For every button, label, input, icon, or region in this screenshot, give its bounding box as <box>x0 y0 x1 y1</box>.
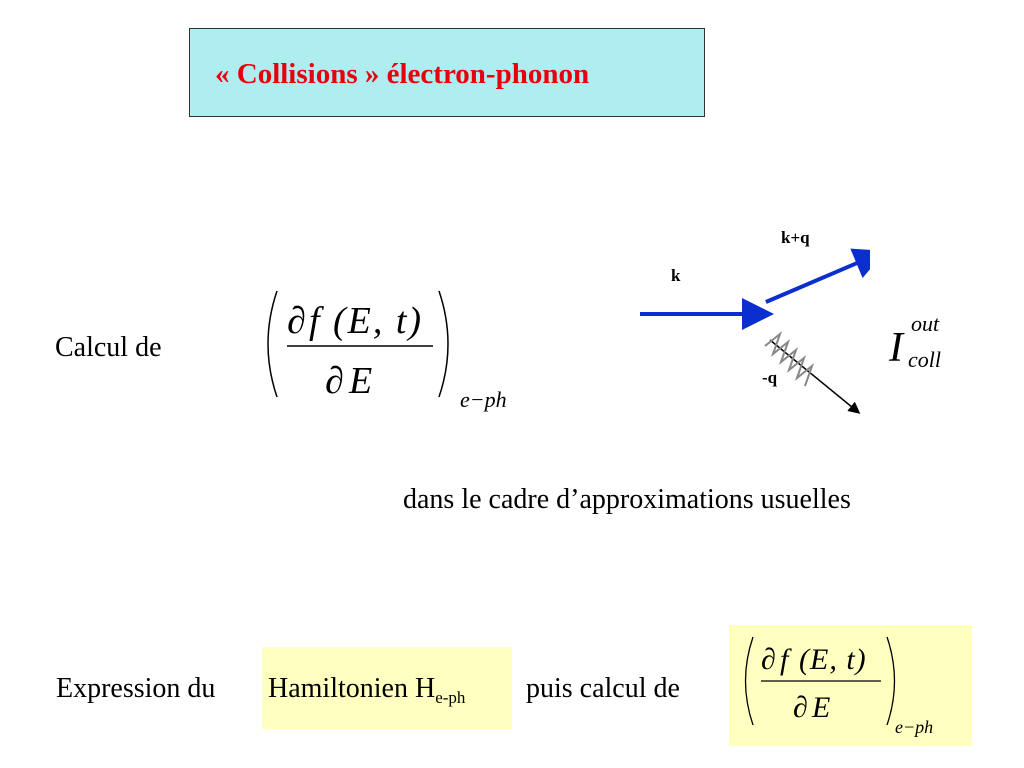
bottom-func: f <box>780 643 792 676</box>
bottom-partial-num: ∂ <box>761 643 776 676</box>
integral-superscript: out <box>911 311 940 336</box>
formula-args: (E, t) <box>333 300 423 342</box>
bottom-formula-box: ∂ f (E, t) ∂ E e−ph <box>729 625 972 746</box>
collision-diagram: k k+q -q <box>640 228 870 414</box>
formula-partial-num: ∂ <box>287 300 306 342</box>
bottom-partial-den: ∂ <box>793 691 808 724</box>
bottom-args: (E, t) <box>799 643 867 676</box>
integral-base: I <box>888 325 905 371</box>
title-open-quote: « <box>215 58 230 90</box>
approximations-text: dans le cadre d’approximations usuelles <box>403 484 851 515</box>
calcul-label: Calcul de <box>55 332 162 363</box>
hamiltonian-box: Hamiltonien He-ph <box>262 647 512 729</box>
formula-right-paren <box>438 290 449 398</box>
kq-arrow <box>765 248 870 304</box>
formula-subscript: e−ph <box>460 387 507 412</box>
slide-title: « Collisions » électron-phonon <box>215 58 589 91</box>
formula-denominator: E <box>348 360 372 402</box>
bottom-denominator: E <box>811 691 830 724</box>
bottom-left-paren <box>744 636 754 726</box>
k-label: k <box>671 266 681 285</box>
title-close-quote: » <box>364 58 380 90</box>
bottom-subscript: e−ph <box>895 717 933 737</box>
main-formula: ∂ f (E, t) ∂ E e−ph <box>267 290 507 412</box>
hamiltonian-text: Hamiltonien He-ph <box>268 673 465 708</box>
mq-label: -q <box>762 368 778 387</box>
bottom-formula: ∂ f (E, t) ∂ E e−ph <box>744 636 933 737</box>
title-rest: électron-phonon <box>386 58 590 90</box>
puis-calcul-label: puis calcul de <box>526 673 680 704</box>
hamiltonian-sub: e-ph <box>435 688 466 707</box>
bottom-right-paren <box>886 636 896 726</box>
kq-label: k+q <box>781 228 810 247</box>
integral-subscript: coll <box>908 347 941 372</box>
title-word: Collisions <box>236 58 358 90</box>
formula-left-paren <box>267 290 278 398</box>
title-box: « Collisions » électron-phonon <box>189 28 705 117</box>
hamiltonian-label: Hamiltonien H <box>268 673 436 704</box>
collision-integral: I out coll <box>888 311 941 372</box>
formula-func: f <box>309 300 324 342</box>
phonon-arrow <box>769 339 861 414</box>
formula-partial-den: ∂ <box>325 360 344 402</box>
expression-label: Expression du <box>56 673 216 704</box>
phonon-wave <box>764 331 815 387</box>
